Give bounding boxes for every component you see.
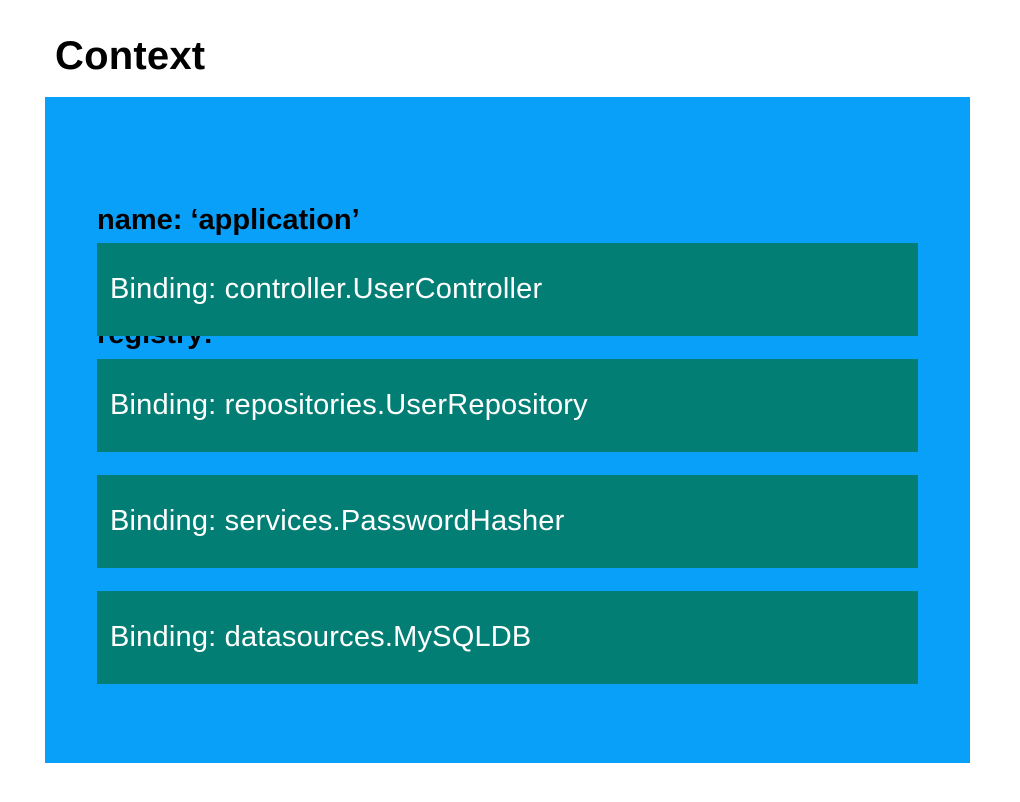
- binding-box-passwordhasher: Binding: services.PasswordHasher: [97, 475, 918, 568]
- binding-label: Binding: datasources.MySQLDB: [110, 621, 532, 653]
- binding-label: Binding: controller.UserController: [110, 273, 543, 305]
- binding-box-userrepository: Binding: repositories.UserRepository: [97, 359, 918, 452]
- binding-label: Binding: services.PasswordHasher: [110, 505, 565, 537]
- context-container-box: name: ‘application’ registry: Binding: c…: [45, 97, 970, 763]
- context-name-line: name: ‘application’: [97, 204, 360, 236]
- binding-box-mysqldb: Binding: datasources.MySQLDB: [97, 591, 918, 684]
- binding-label: Binding: repositories.UserRepository: [110, 389, 588, 421]
- page-title: Context: [55, 34, 206, 78]
- binding-box-usercontroller: Binding: controller.UserController: [97, 243, 918, 336]
